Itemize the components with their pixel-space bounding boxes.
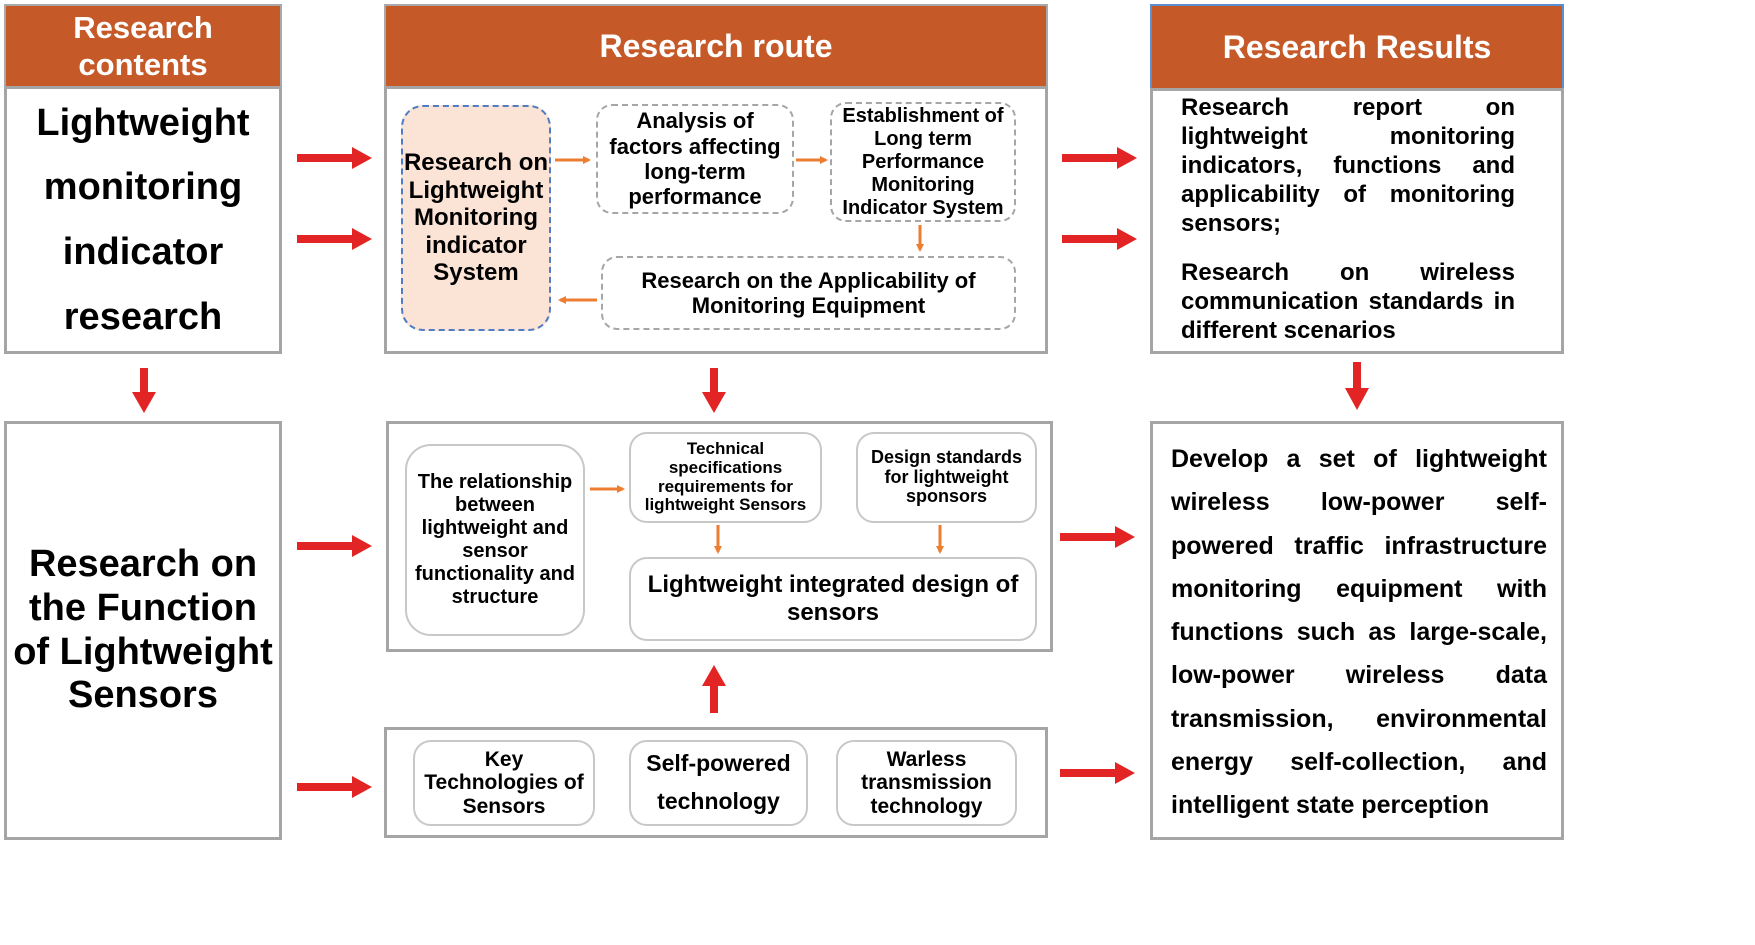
self-powered-box: Self-powered technology — [629, 740, 808, 826]
indicator-system-text: Research on Lightweight Monitoring indic… — [403, 149, 549, 287]
red-arrow-right — [297, 776, 372, 798]
lightweight-indicator-research-box: Lightweight monitoring indicator researc… — [4, 86, 282, 354]
equipment-applicability-text: Research on the Applicability of Monitor… — [641, 267, 976, 318]
results-bottom-box: Develop a set of lightweight wireless lo… — [1150, 421, 1564, 840]
red-arrow-down — [132, 368, 156, 413]
integrated-design-box: Lightweight integrated design of sensors — [629, 557, 1037, 641]
indicator-establishment-box: Establishment of Long term Performance M… — [830, 102, 1016, 222]
red-arrow-up — [702, 665, 726, 713]
results-top-box: Research report on lightweight monitorin… — [1150, 88, 1564, 354]
tech-spec-text: Technical specifications requirements fo… — [644, 439, 807, 515]
red-arrow-down — [702, 368, 726, 413]
factors-analysis-text: Analysis of factors affecting long-term … — [609, 108, 781, 210]
develop-equipment-text: Develop a set of lightweight wireless lo… — [1171, 445, 1547, 820]
lightweight-indicator-research-text: Lightweight monitoring indicator researc… — [36, 101, 250, 338]
header-research-route-label: Research route — [599, 27, 833, 64]
relationship-text: The relationship between lightweight and… — [415, 471, 575, 608]
self-powered-text: Self-powered technology — [646, 750, 791, 814]
integrated-design-text: Lightweight integrated design of sensors — [647, 571, 1019, 626]
red-arrow-right — [1062, 147, 1137, 169]
key-technologies-text: Key Technologies of Sensors — [424, 748, 584, 818]
red-arrow-right — [1060, 762, 1135, 784]
red-arrow-right — [297, 228, 372, 250]
key-technologies-box: Key Technologies of Sensors — [413, 740, 595, 826]
design-standards-text: Design standards for lightweight sponsor… — [870, 446, 1023, 507]
indicator-system-box: Research on Lightweight Monitoring indic… — [401, 105, 551, 331]
wireless-transmission-box: Warless transmission technology — [836, 740, 1017, 826]
tech-spec-box: Technical specifications requirements fo… — [629, 432, 822, 523]
header-research-contents: Research contents — [4, 4, 282, 88]
red-arrow-right — [297, 535, 372, 557]
indicator-establishment-text: Establishment of Long term Performance M… — [842, 104, 1004, 219]
red-arrow-right — [1060, 526, 1135, 548]
lightweight-sensors-function-text: Research on the Function of Lightweight … — [13, 543, 273, 717]
red-arrow-right — [297, 147, 372, 169]
lightweight-sensors-function-box: Research on the Function of Lightweight … — [4, 421, 282, 840]
relationship-box: The relationship between lightweight and… — [405, 444, 585, 636]
research-report-text: Research report on lightweight monitorin… — [1181, 94, 1515, 237]
red-arrow-down — [1345, 362, 1369, 410]
equipment-applicability-box: Research on the Applicability of Monitor… — [601, 256, 1016, 330]
header-research-route: Research route — [384, 4, 1048, 88]
header-research-results-label: Research Results — [1222, 28, 1492, 65]
header-research-contents-label: Research contents — [73, 9, 213, 82]
wireless-standards-text: Research on wireless communication stand… — [1181, 259, 1515, 344]
factors-analysis-box: Analysis of factors affecting long-term … — [596, 104, 794, 214]
design-standards-box: Design standards for lightweight sponsor… — [856, 432, 1037, 523]
wireless-transmission-text: Warless transmission technology — [861, 748, 992, 818]
red-arrow-right — [1062, 228, 1137, 250]
